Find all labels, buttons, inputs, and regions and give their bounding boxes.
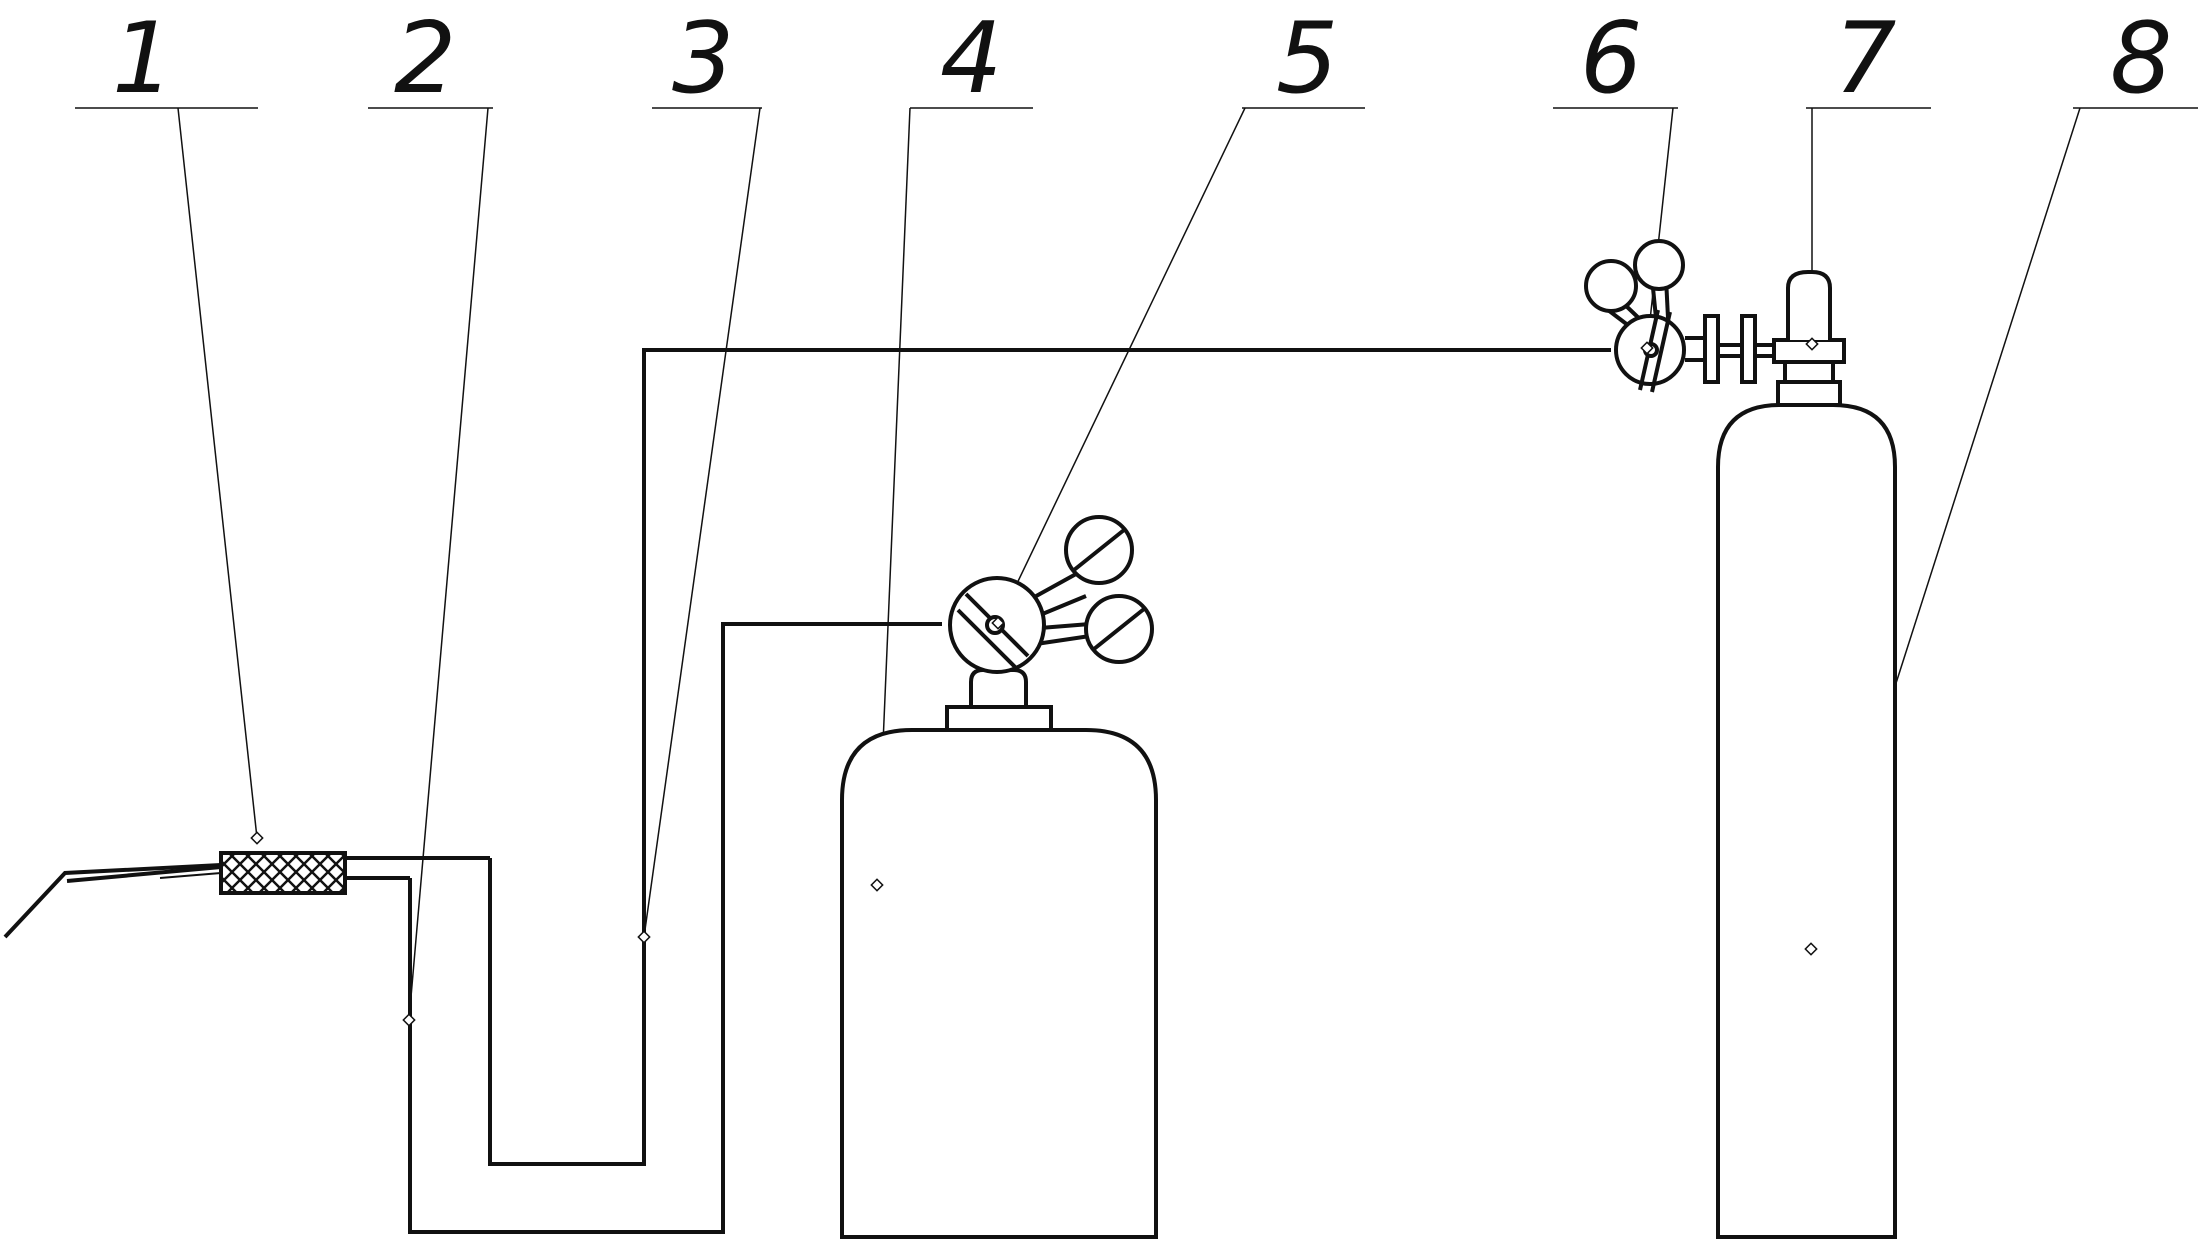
- leader-line-1: [177, 107, 258, 839]
- pressure-gauge-upper-needle: [1072, 528, 1126, 572]
- regulator-small-slot-b: [1650, 311, 1672, 393]
- callout-labels: 1 2 3 4 5 6 7 8: [112, 2, 2172, 116]
- regulator-large-arm-lower: [1039, 622, 1091, 630]
- regulator-small-flange-right: [1740, 314, 1757, 384]
- regulator-small-flange-left: [1703, 314, 1720, 384]
- hose-inner: [488, 348, 1611, 1166]
- regulator-large-slot-b: [956, 608, 1018, 670]
- cylinder-tall-cap: [1786, 270, 1832, 340]
- leader-end-dots: [250, 337, 1819, 1027]
- leader-dot-8: [1804, 942, 1818, 956]
- regulator-small: [1584, 239, 1774, 393]
- callout-number-6: 6: [1580, 2, 1642, 116]
- cylinder-tall: [1716, 270, 1897, 1239]
- regulator-large-arm-upper-b: [1039, 594, 1087, 617]
- callout-number-1: 1: [112, 2, 174, 116]
- cylinder-tall-neck: [1776, 380, 1842, 407]
- leader-line-3: [643, 107, 761, 938]
- cylinder-tall-valve-base: [1783, 360, 1835, 384]
- torch-nozzle-inner: [159, 872, 222, 879]
- regulator-large-arm-upper: [1028, 572, 1077, 602]
- leader-dot-3: [637, 930, 651, 944]
- pressure-gauge-lower-needle: [1092, 607, 1146, 651]
- cylinder-short-valve: [969, 668, 1028, 707]
- regulator-large-arm-lower-b: [1035, 634, 1091, 646]
- leader-dot-4: [870, 878, 884, 892]
- regulator-large: [948, 515, 1154, 674]
- callout-number-3: 3: [672, 2, 734, 116]
- callout-number-7: 7: [1834, 2, 1896, 116]
- callout-number-4: 4: [940, 2, 1002, 116]
- callout-number-5: 5: [1276, 2, 1338, 116]
- cylinder-short: [840, 668, 1158, 1239]
- leader-dot-1: [250, 831, 264, 845]
- leader-line-2: [408, 107, 489, 1021]
- torch-nozzle-line: [66, 865, 222, 883]
- leader-line-5: [997, 107, 1246, 624]
- leader-dot-5: [991, 616, 1005, 630]
- small-gauge-left: [1584, 259, 1638, 313]
- leader-dot-2: [402, 1013, 416, 1027]
- hose-outer: [408, 622, 942, 1234]
- leader-dot-7: [1805, 337, 1819, 351]
- welding-torch: [3, 851, 490, 939]
- hoses: [408, 348, 1611, 1234]
- callout-number-2: 2: [394, 2, 456, 116]
- cylinder-short-neck: [945, 705, 1053, 732]
- leader-line-6: [1646, 107, 1674, 349]
- leader-dot-6: [1640, 341, 1654, 355]
- small-gauge-top: [1633, 239, 1685, 291]
- torch-handle: [219, 851, 347, 895]
- cylinder-short-body: [840, 728, 1158, 1239]
- cylinder-tall-body: [1716, 403, 1897, 1239]
- callout-number-8: 8: [2110, 2, 2172, 116]
- torch-tip: [3, 863, 222, 939]
